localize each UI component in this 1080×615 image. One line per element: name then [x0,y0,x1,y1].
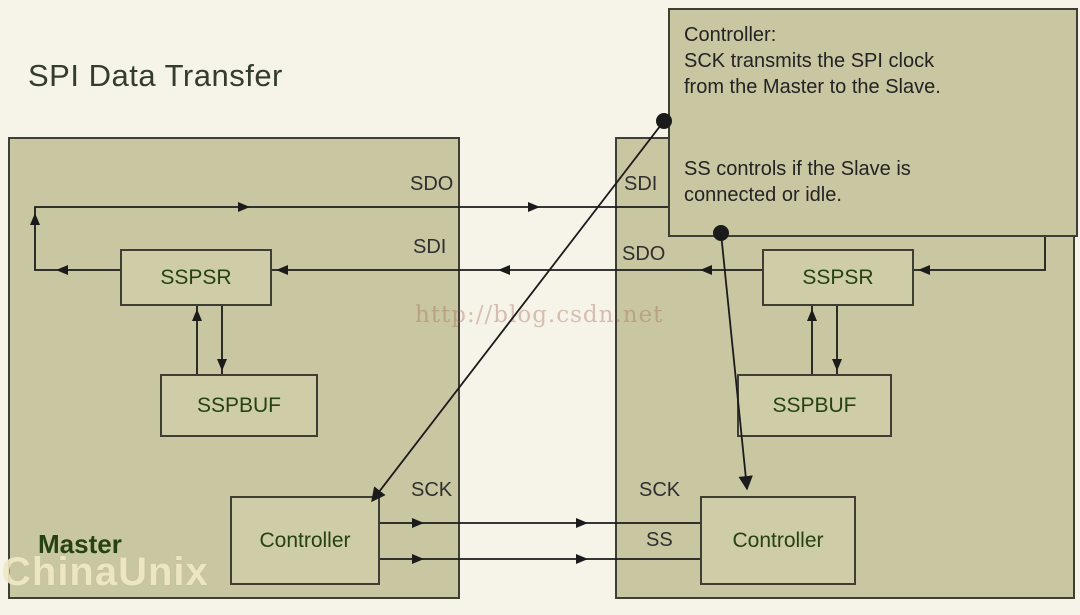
label-slave-sdo: SDO [622,243,666,265]
master-sspbuf-box: SSPBUF [160,374,318,437]
label-slave-ss: SS [646,529,673,551]
master-sspsr-box: SSPSR [120,249,272,306]
arrowhead-left-icon [498,265,510,275]
callout-note: Controller: SCK transmits the SPI clock … [668,8,1078,237]
arrowhead-right-icon [576,554,588,564]
master-controller-box: Controller [230,496,380,585]
callout-ss-text-2: connected or idle. [684,184,842,206]
label-master-sck: SCK [411,479,453,501]
label-master-sdi: SDI [413,236,447,258]
master-block-label: Master [38,529,122,559]
slave-controller-box: Controller [700,496,856,585]
arrowhead-right-icon [528,202,540,212]
label-slave-sck: SCK [639,479,681,501]
callout-sck-text-2: from the Master to the Slave. [684,76,941,98]
slave-sspbuf-box: SSPBUF [737,374,892,437]
master-sspsr-label: SSPSR [160,265,232,289]
center-watermark: http://blog.csdn.net [415,302,664,328]
callout-ss-text-1: SS controls if the Slave is [684,158,911,180]
slave-controller-label: Controller [732,528,824,552]
bottom-left-watermark: ChinaUnix [2,550,209,594]
callout-sck-text-1: SCK transmits the SPI clock [684,50,935,72]
diagram-title: SPI Data Transfer [28,58,283,93]
master-sspbuf-label: SSPBUF [196,393,282,417]
label-slave-sdi: SDI [624,173,658,195]
label-master-sdo: SDO [410,173,454,195]
arrowhead-right-icon [576,518,588,528]
slave-sspsr-label: SSPSR [802,265,874,289]
slave-sspbuf-label: SSPBUF [772,393,857,417]
callout-heading: Controller: [684,24,777,46]
master-controller-label: Controller [259,528,351,552]
slave-sspsr-box: SSPSR [762,249,914,306]
